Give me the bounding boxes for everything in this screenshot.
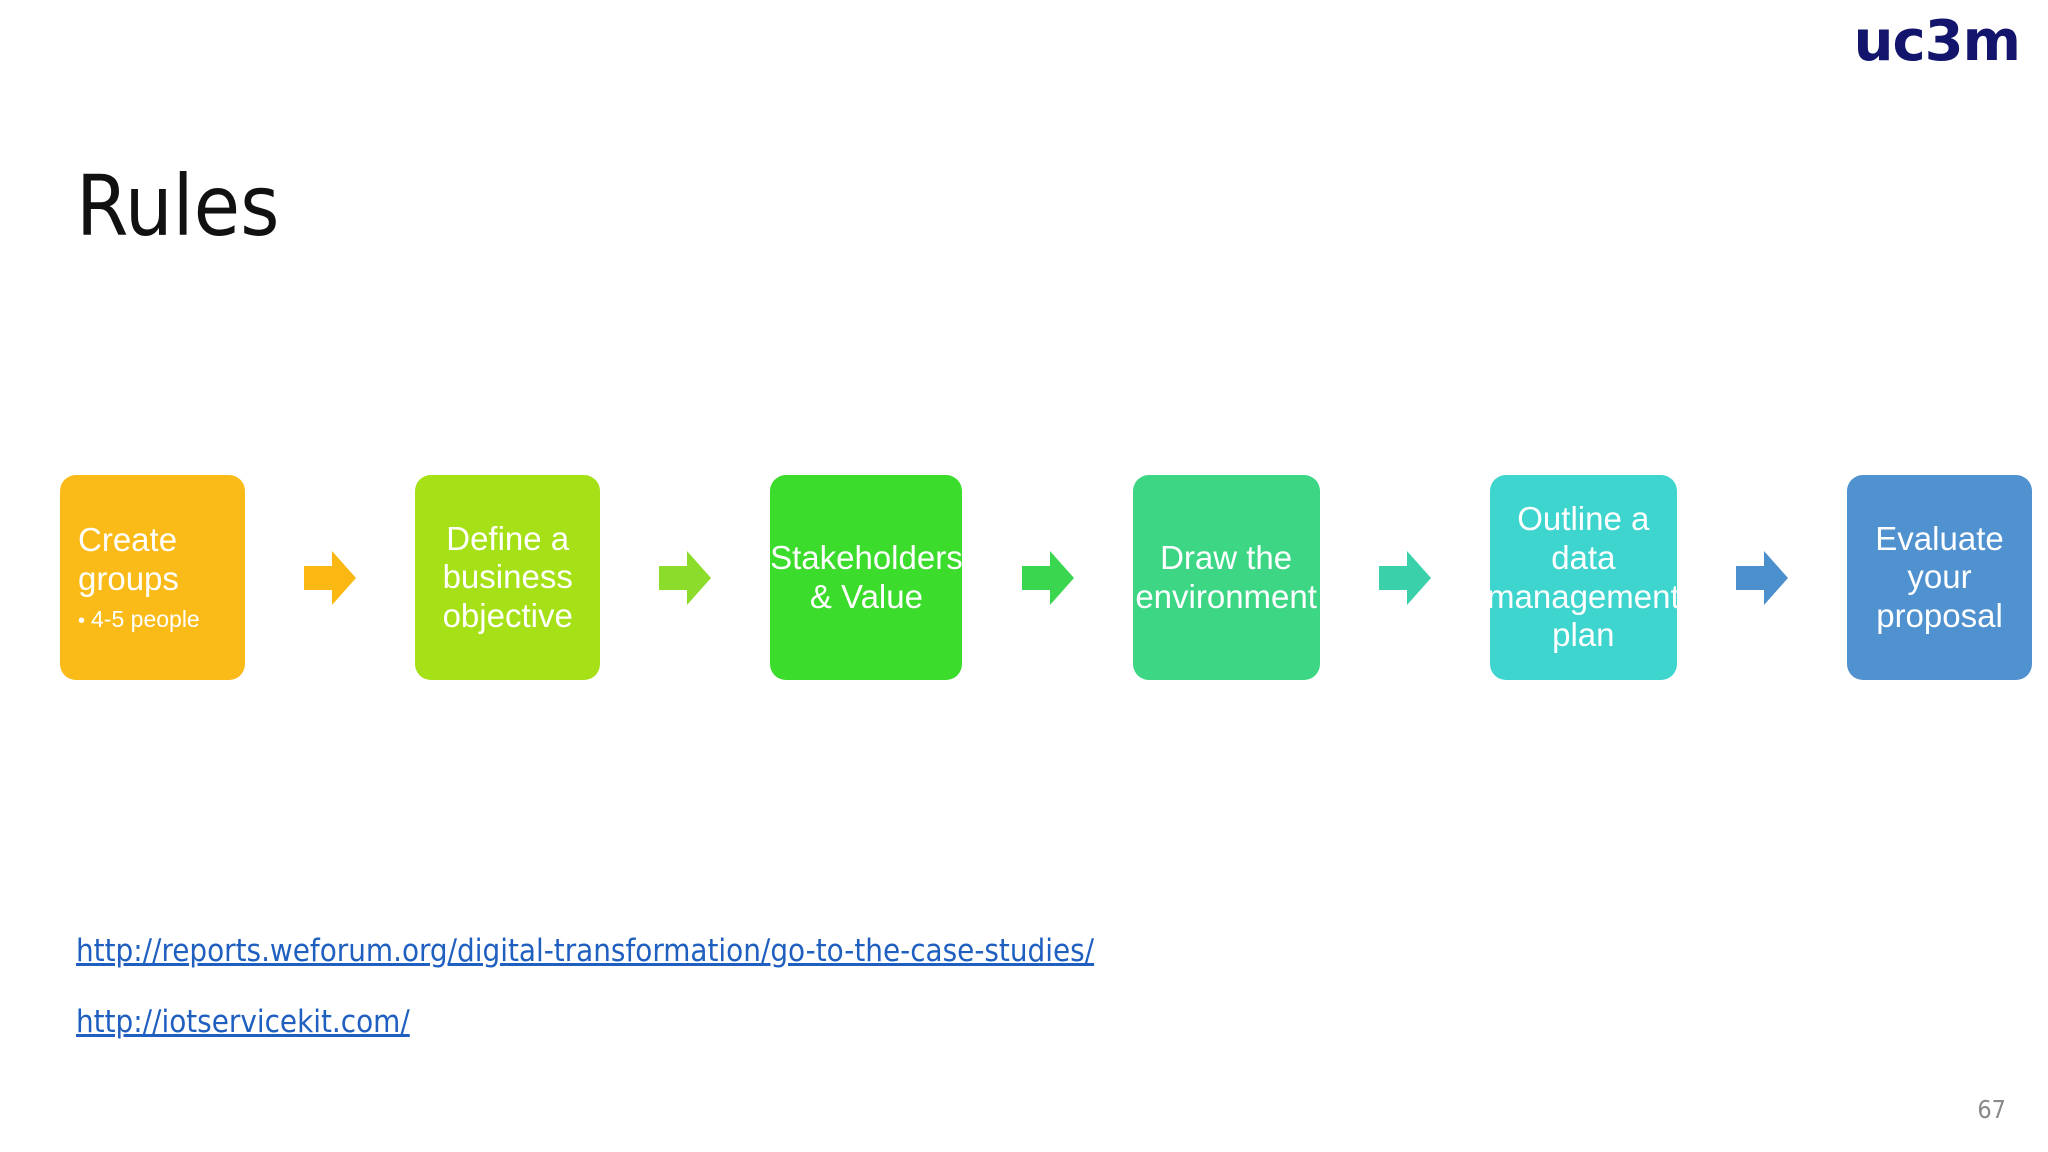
process-step-1[interactable]: Create groups 4-5 people [60,475,245,680]
process-step-4[interactable]: Draw the environment [1132,475,1320,680]
process-step-bullet: 4-5 people [78,606,200,634]
process-connector-4 [1320,475,1490,680]
arrow-1-icon [304,549,357,607]
process-connector-3 [962,475,1132,680]
process-step-label: Draw the environment [1135,538,1317,615]
reference-links: http://reports.weforum.org/digital-trans… [76,935,1576,1076]
reference-link-2[interactable]: http://iotservicekit.com/ [76,1003,410,1040]
arrow-3-icon [1021,549,1074,607]
uc3m-logo: uc3m [1853,9,2021,74]
process-step-6[interactable]: Evaluate your proposal [1847,475,2033,680]
arrow-5-icon [1735,549,1788,607]
reference-link-1[interactable]: http://reports.weforum.org/digital-trans… [76,933,1095,969]
process-connector-5 [1677,475,1847,680]
process-step-label: Stakeholders & Value [770,538,963,615]
process-connector-2 [600,475,770,680]
process-step-2[interactable]: Define a business objective [415,475,601,680]
arrow-2-icon [659,549,712,607]
process-step-label: Outline a data management plan [1487,500,1680,654]
process-step-label: Create groups [78,521,179,597]
process-step-label: Define a business objective [442,519,573,634]
process-connector-1 [245,475,415,680]
page-title: Rules [76,157,280,256]
arrow-4-icon [1378,549,1431,607]
process-step-bullet-list: 4-5 people [78,606,200,634]
process-step-3[interactable]: Stakeholders & Value [770,475,963,680]
process-step-5[interactable]: Outline a data management plan [1487,475,1680,680]
process-step-label: Evaluate your proposal [1875,519,2004,634]
page-number: 67 [1977,1095,2006,1124]
process-flow-diagram: Create groups 4-5 people Define a business… [60,475,2033,680]
